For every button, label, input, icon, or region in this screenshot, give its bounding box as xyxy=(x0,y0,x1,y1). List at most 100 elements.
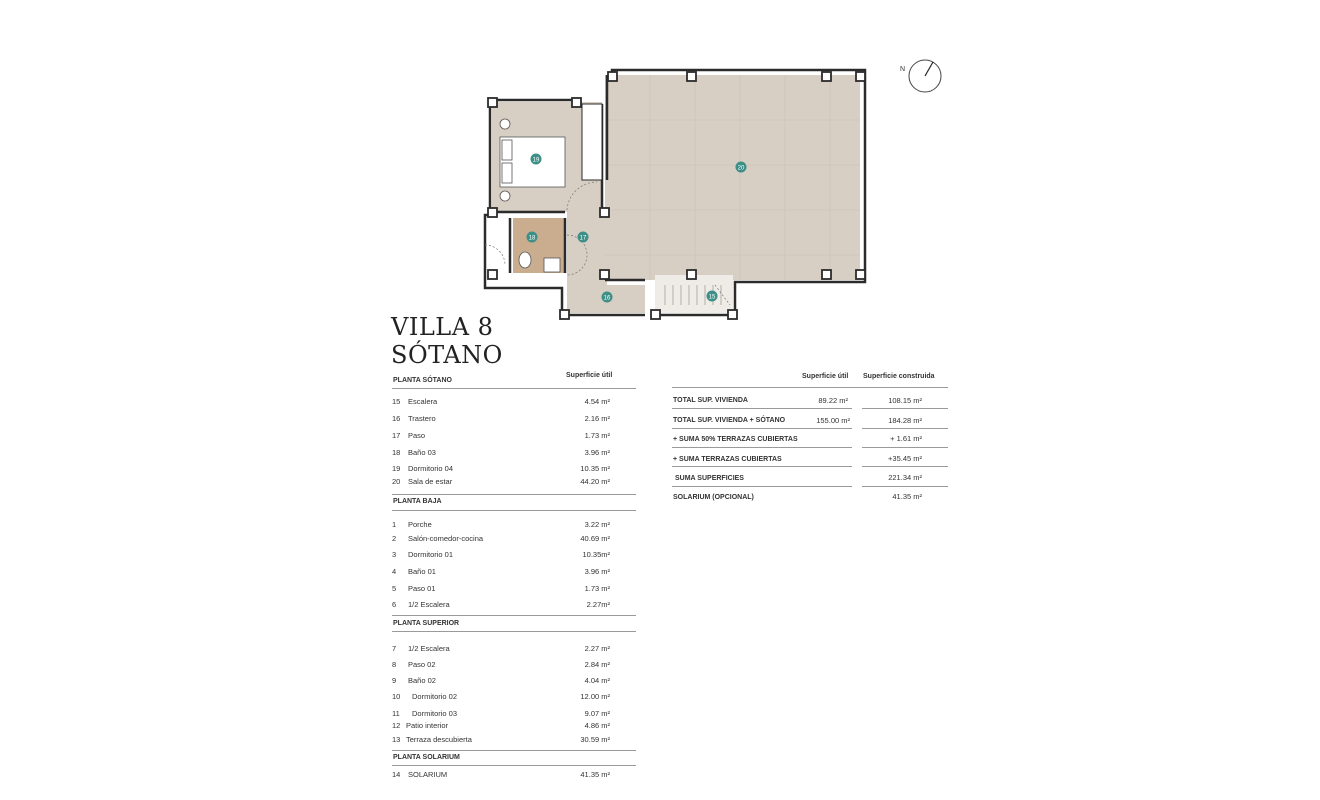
util-header: Superficie útil xyxy=(802,373,849,380)
divider xyxy=(392,615,636,616)
north-compass-icon: N xyxy=(900,59,942,93)
row-name: Porche xyxy=(408,520,432,529)
divider xyxy=(672,387,948,388)
row-num: 13 xyxy=(392,735,401,744)
row-name: Salón-comedor-cocina xyxy=(408,534,484,543)
divider xyxy=(862,447,948,448)
row-num: 11 xyxy=(392,709,400,718)
row-value: 1.73 m² xyxy=(584,431,610,440)
room-20-floor xyxy=(605,75,860,280)
construida-header: Superficie construida xyxy=(863,373,935,380)
row-value: 2.16 m² xyxy=(584,414,610,423)
row-name: Terraza descubierta xyxy=(406,735,472,744)
total-label: TOTAL SUP. VIVIENDA xyxy=(673,397,748,404)
row-value: 40.69 m² xyxy=(580,534,610,543)
row-num: 17 xyxy=(392,431,401,440)
row-value: 2.27m² xyxy=(586,600,610,609)
page-subtitle: SÓTANO xyxy=(391,341,503,369)
row-num: 20 xyxy=(392,477,401,486)
total-label: + SUMA TERRAZAS CUBIERTAS xyxy=(673,456,782,463)
row-num: 12 xyxy=(392,721,401,730)
total-label: SOLARIUM (OPCIONAL) xyxy=(673,494,754,501)
row-num: 16 xyxy=(392,414,401,423)
total-label: SUMA SUPERFICIES xyxy=(675,475,744,482)
total-construida: 221.34 m² xyxy=(888,473,922,482)
row-name: SOLARIUM xyxy=(408,770,448,779)
divider xyxy=(392,631,636,632)
row-value: 2.84 m² xyxy=(584,660,610,669)
row-name: Paso xyxy=(408,431,426,440)
divider xyxy=(392,510,636,511)
total-util: 155.00 m² xyxy=(816,416,850,425)
row-num: 14 xyxy=(392,770,401,779)
row-name: Baño 02 xyxy=(408,676,436,685)
divider xyxy=(862,486,948,487)
section-superior: PLANTA SUPERIOR xyxy=(393,620,460,627)
row-name: Patio interior xyxy=(406,721,449,730)
row-value: 9.07 m² xyxy=(584,709,610,718)
section-sotano: PLANTA SÓTANO xyxy=(393,377,452,384)
door-swings xyxy=(484,181,731,306)
row-name: 1/2 Escalera xyxy=(408,600,450,609)
row-num: 8 xyxy=(392,660,397,669)
row-value: 3.22 m² xyxy=(584,520,610,529)
divider xyxy=(672,408,852,409)
row-name: Paso 01 xyxy=(408,584,436,593)
row-name: Sala de estar xyxy=(408,477,453,486)
divider xyxy=(672,466,852,467)
row-value: 3.96 m² xyxy=(584,567,610,576)
row-num: 7 xyxy=(392,644,397,653)
room-19-label: 19 xyxy=(533,158,540,164)
total-construida: 184.28 m² xyxy=(888,416,922,425)
row-value: 4.54 m² xyxy=(584,397,610,406)
row-num: 6 xyxy=(392,600,397,609)
row-value: 10.35m² xyxy=(582,550,610,559)
divider xyxy=(672,428,852,429)
row-num: 19 xyxy=(392,464,401,473)
divider xyxy=(392,494,636,495)
row-name: Baño 03 xyxy=(408,448,436,457)
room-badges: 19 20 18 17 16 15 xyxy=(526,153,747,303)
row-value: 4.86 m² xyxy=(584,721,610,730)
row-value: 10.35 m² xyxy=(580,464,610,473)
row-value: 3.96 m² xyxy=(584,448,610,457)
total-label: + SUMA 50% TERRAZAS CUBIERTAS xyxy=(673,436,798,443)
section-solarium: PLANTA SOLARIUM xyxy=(393,754,460,761)
row-name: Escalera xyxy=(408,397,438,406)
row-name: Baño 01 xyxy=(408,567,436,576)
row-num: 3 xyxy=(392,550,397,559)
columns xyxy=(487,71,866,320)
row-num: 4 xyxy=(392,567,397,576)
room-15-floor xyxy=(655,275,733,313)
row-num: 1 xyxy=(392,520,397,529)
total-construida: + 1.61 m² xyxy=(890,434,922,443)
floor-plan: 19 20 18 17 16 15 xyxy=(483,68,867,320)
row-name: Dormitorio 04 xyxy=(408,464,454,473)
divider xyxy=(862,408,948,409)
total-construida: 41.35 m² xyxy=(892,492,922,501)
row-num: 15 xyxy=(392,397,401,406)
room-17-label: 17 xyxy=(580,236,587,242)
row-value: 44.20 m² xyxy=(580,477,610,486)
divider xyxy=(672,486,852,487)
total-label: TOTAL SUP. VIVIENDA + SÓTANO xyxy=(673,417,786,424)
row-num: 10 xyxy=(392,692,401,701)
divider xyxy=(862,428,948,429)
room-20-label: 20 xyxy=(738,166,745,172)
row-value: 12.00 m² xyxy=(580,692,610,701)
row-value: 1.73 m² xyxy=(584,584,610,593)
divider xyxy=(392,388,636,389)
divider xyxy=(392,750,636,751)
row-value: 4.04 m² xyxy=(584,676,610,685)
total-construida: 108.15 m² xyxy=(888,396,922,405)
room-18-label: 18 xyxy=(529,236,536,242)
row-name: 1/2 Escalera xyxy=(408,644,450,653)
row-name: Dormitorio 02 xyxy=(412,692,458,701)
row-num: 2 xyxy=(392,534,397,543)
total-util: 89.22 m² xyxy=(818,396,848,405)
row-value: 2.27 m² xyxy=(584,644,610,653)
row-name: Dormitorio 01 xyxy=(408,550,454,559)
section-baja: PLANTA BAJA xyxy=(393,498,442,505)
total-construida: +35.45 m² xyxy=(888,454,922,463)
util-header: Superficie útil xyxy=(566,372,613,379)
